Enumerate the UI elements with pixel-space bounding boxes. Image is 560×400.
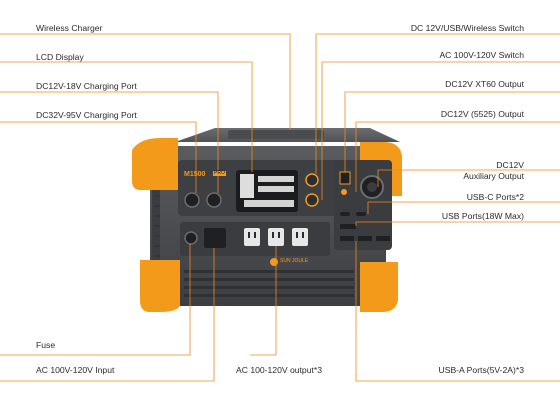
brand-label: SUN JOULE [280, 258, 309, 264]
usb-qc [340, 224, 356, 229]
label-dc-switch: DC 12V/USB/Wireless Switch [410, 23, 524, 33]
dc-32-95-port [206, 192, 222, 208]
label-dc-5525-output: DC12V (5525) Output [440, 109, 524, 119]
dc-switch [305, 173, 319, 187]
fuse [184, 231, 198, 245]
label-lcd-display: LCD Display [36, 52, 84, 62]
label-usb-c-ports: USB-C Ports*2 [466, 192, 524, 202]
dc-12-18-port [184, 192, 200, 208]
label-dc-32-95-port: DC32V-95V Charging Port [36, 110, 137, 120]
usb-a-3 [376, 236, 390, 241]
dc-5525-port [341, 189, 347, 195]
ac-outlets [244, 228, 308, 246]
label-ac-input: AC 100V-120V Input [36, 365, 115, 375]
label-ac-switch: AC 100V-120V Switch [439, 50, 524, 60]
model-label: M1500 [184, 171, 206, 178]
label-aux-output-1: DC12V [496, 160, 524, 170]
ac-input-port [204, 228, 226, 248]
callout-lines [0, 33, 560, 382]
usb-a-2 [358, 236, 372, 241]
ac-switch [305, 193, 319, 207]
label-dc-12-18-port: DC12V-18V Charging Port [36, 81, 137, 91]
usb-c-1 [340, 212, 350, 216]
label-fuse: Fuse [36, 340, 56, 350]
usb-c-2 [356, 212, 366, 216]
label-usb-ports: USB Ports(18W Max) [441, 211, 524, 221]
label-wireless-charger: Wireless Charger [36, 23, 103, 33]
bumper-top-left [132, 138, 178, 190]
wireless-charger-pad [228, 130, 324, 139]
brand-logo [270, 258, 278, 266]
label-ac-output: AC 100-120V output*3 [236, 365, 323, 375]
bumper-bottom-left [140, 260, 180, 312]
ventilation-grille [184, 270, 354, 297]
label-aux-output-2: Auxiliary Output [463, 171, 524, 181]
label-usb-a-ports: USB-A Ports(5V-2A)*3 [438, 365, 525, 375]
bumper-bottom-right [360, 262, 398, 312]
xt60-port [339, 171, 351, 185]
model-badge: PRO [213, 170, 226, 176]
label-xt60-output: DC12V XT60 Output [445, 79, 524, 89]
usb-a-1 [340, 236, 354, 241]
